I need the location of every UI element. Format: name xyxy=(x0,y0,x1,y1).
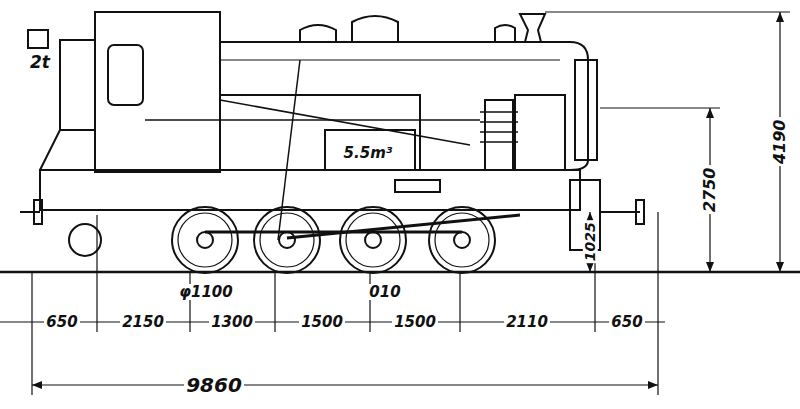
dimension-label: 1300 xyxy=(209,314,255,331)
vertical-dimension: 2750 xyxy=(701,166,719,215)
dimension-label: 1500 xyxy=(299,314,345,331)
dimension-label: φ1100 xyxy=(177,284,234,301)
dimension-label: 2110 xyxy=(504,314,550,331)
dimension-label: 2150 xyxy=(120,314,166,331)
dimension-label: 650 xyxy=(609,314,644,331)
vertical-dimension: 4190 xyxy=(771,118,789,167)
vertical-dimension: 1025 xyxy=(582,221,597,264)
dimension-label: 1500 xyxy=(392,314,438,331)
dimension-label: 9860 xyxy=(184,374,244,396)
dimension-label: 010 xyxy=(367,284,402,301)
dimension-label: 5.5m³ xyxy=(342,145,395,162)
dimension-label: 2t xyxy=(28,53,52,72)
dimension-label: 650 xyxy=(44,314,79,331)
